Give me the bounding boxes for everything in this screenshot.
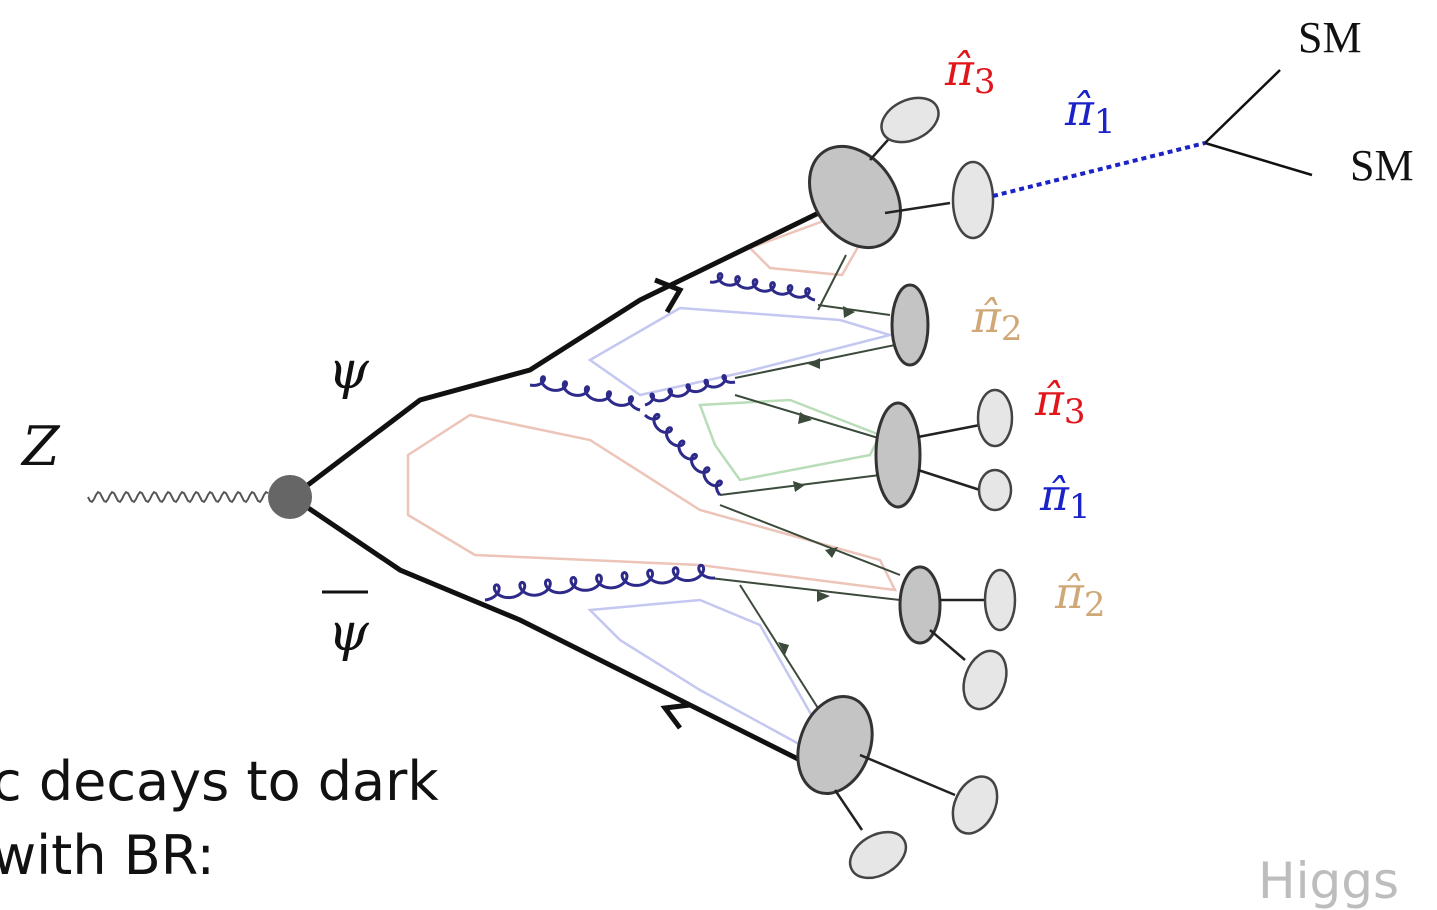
blob-top bbox=[808, 144, 902, 250]
line-f bbox=[719, 504, 901, 576]
pi3-top-label: π̂3 bbox=[944, 45, 996, 102]
meson-pi3-mid bbox=[976, 388, 1014, 448]
hadron-lines bbox=[709, 254, 901, 736]
arrow-1 bbox=[843, 306, 855, 318]
meson-low-a bbox=[962, 649, 1008, 711]
string-loop-green bbox=[698, 398, 882, 482]
line-a bbox=[817, 304, 891, 316]
gluon-mid bbox=[643, 412, 723, 496]
string-loop-red-big bbox=[406, 413, 898, 592]
mesons bbox=[848, 96, 1017, 880]
meson-pi1-top bbox=[951, 160, 995, 240]
meson-stems bbox=[833, 131, 988, 831]
line-b bbox=[817, 254, 847, 311]
pi1-top-label: π̂1 bbox=[1064, 85, 1116, 142]
arrow-4 bbox=[793, 481, 805, 492]
psi-arrow-icon bbox=[654, 277, 684, 314]
string-loop-blue-upper bbox=[587, 306, 895, 397]
stem-2 bbox=[884, 201, 951, 215]
blob-3 bbox=[874, 401, 922, 509]
gluon-top bbox=[709, 272, 816, 302]
stem-8 bbox=[833, 789, 864, 831]
sm-decay-lines bbox=[1204, 69, 1313, 177]
pi1-propagator bbox=[992, 141, 1206, 198]
stem-4 bbox=[917, 468, 981, 492]
arrow-6 bbox=[817, 591, 830, 602]
hadron-arrows bbox=[778, 306, 855, 655]
arrow-2 bbox=[808, 358, 820, 369]
line-d bbox=[734, 394, 886, 441]
gluon-lower bbox=[484, 563, 716, 602]
meson-low-b bbox=[951, 775, 999, 835]
stem-3 bbox=[917, 423, 981, 439]
blob-2 bbox=[890, 283, 930, 367]
pi2-mid-label: π̂2 bbox=[971, 292, 1023, 349]
meson-pi3-top bbox=[880, 96, 940, 144]
z-label: Z bbox=[20, 415, 61, 478]
sm-bottom-label: SM bbox=[1350, 141, 1414, 190]
arrow-5 bbox=[825, 547, 838, 558]
psibar-label: ψ bbox=[328, 603, 370, 663]
footer-text: Higgs bbox=[1258, 852, 1400, 910]
vertex-blob bbox=[268, 475, 312, 519]
blob-bottom bbox=[796, 695, 874, 795]
stem-7 bbox=[859, 753, 956, 797]
psibar-arrow-icon bbox=[660, 702, 691, 730]
meson-low-c bbox=[848, 830, 908, 880]
psi-line bbox=[290, 202, 837, 499]
pi1-mid-label: π̂1 bbox=[1039, 470, 1091, 527]
sm-line-top bbox=[1204, 69, 1281, 144]
arrow-7 bbox=[778, 642, 789, 655]
arrow-3 bbox=[798, 412, 812, 424]
sm-top-label: SM bbox=[1298, 13, 1362, 62]
psi-label: ψ bbox=[328, 341, 370, 401]
quark-lines bbox=[290, 202, 837, 773]
gluons bbox=[484, 272, 816, 602]
quark-arrows bbox=[654, 277, 691, 730]
blobs bbox=[796, 144, 942, 795]
stem-6 bbox=[929, 629, 966, 661]
meson-pi1-mid bbox=[977, 468, 1013, 512]
pi2-low-label: π̂2 bbox=[1054, 568, 1106, 625]
sm-line-bottom bbox=[1204, 141, 1313, 177]
blob-4 bbox=[898, 565, 942, 645]
meson-pi2-low bbox=[983, 568, 1017, 632]
gluon-upper-right bbox=[644, 374, 736, 407]
z-boson-line bbox=[87, 490, 269, 504]
line-g bbox=[709, 577, 901, 601]
gluon-upper-left bbox=[529, 375, 641, 412]
psibar-line bbox=[290, 494, 822, 773]
caption-line-1: c decays to dark bbox=[0, 750, 439, 813]
caption-line-2: with BR: bbox=[0, 824, 215, 887]
pi3-mid-label: π̂3 bbox=[1034, 375, 1086, 432]
dark-shower-diagram: Z ψ ψ SM SM π̂3 π̂1 π̂2 π̂3 π̂1 π̂2 bbox=[20, 13, 1414, 880]
